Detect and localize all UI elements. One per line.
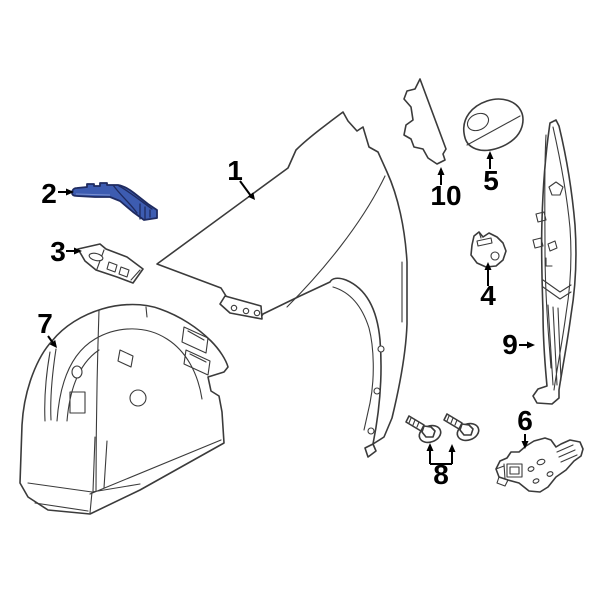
fender-outline [156,111,408,445]
fender-lower-flange [219,295,263,320]
callout-10[interactable]: 10 [430,167,462,211]
callout-5[interactable]: 5 [483,151,499,196]
brace-body[interactable] [71,182,158,221]
part-insulator-5[interactable] [462,98,524,152]
flange-hole [242,307,250,315]
bolt1-head [421,425,436,438]
bolt2-head [459,423,474,436]
strip-details [532,126,572,391]
liner-details [27,306,222,514]
insulator-outline [462,98,524,152]
bracket6-hole [532,478,540,484]
callout-10-label[interactable]: 10 [430,180,461,211]
part-shield-10[interactable] [403,78,447,165]
bolt2-shank [443,413,463,430]
callout-4[interactable]: 4 [480,262,496,311]
callout-6[interactable]: 6 [517,405,533,449]
fender-details [286,175,403,431]
liner-hole-small [71,365,83,379]
flange-hole [253,309,261,317]
callout-3[interactable]: 3 [50,236,82,267]
bolt1-shank [405,415,425,432]
liner-hole [129,389,147,407]
callout-6-arrowhead [521,441,529,449]
part-bolts-8[interactable] [405,413,481,445]
strip-outline [532,119,577,405]
insulator-slot [466,112,490,132]
part-wheelhouse-liner[interactable] [19,303,229,515]
callout-7-label[interactable]: 7 [37,308,53,339]
bracket3-slot [88,252,104,262]
part-bracket-4[interactable] [470,231,507,268]
callout-8-label[interactable]: 8 [433,459,449,490]
bracket6-hole [527,466,535,472]
flange-hole [230,304,238,312]
bracket4-slot [476,231,493,247]
bracket4-hole [490,251,500,261]
part-seal-strip-9[interactable] [532,119,577,405]
insulator-crease [466,115,521,146]
fender-arch-notch [364,443,377,458]
bracket6-hole [546,471,554,477]
callout-9-arrowhead [527,341,535,349]
part-fender[interactable] [156,111,408,458]
part-fender-brace-highlighted[interactable] [71,182,158,221]
part-bracket-3[interactable] [77,243,144,284]
brace-ribs [112,184,153,220]
callout-7-arrowhead [49,340,57,348]
callout-2-arrowhead [66,188,74,196]
callout-3-arrowhead [74,247,82,255]
bracket6-details [495,444,578,487]
callout-2[interactable]: 2 [41,178,74,209]
bracket4-outline [470,231,507,268]
callout-9-label[interactable]: 9 [502,329,518,360]
callout-8-arrowhead [426,443,434,451]
callout-3-label[interactable]: 3 [50,236,66,267]
liner-outline [19,303,229,515]
callout-9[interactable]: 9 [502,329,535,360]
callout-4-arrowhead [484,262,492,270]
callout-5-arrowhead [486,151,494,159]
callout-8[interactable]: 8 [426,443,456,490]
callout-1[interactable]: 1 [227,155,255,200]
callout-2-label[interactable]: 2 [41,178,57,209]
callout-8-arrowhead [448,444,456,452]
callout-7[interactable]: 7 [37,308,57,348]
arch-hole [367,427,375,435]
callout-5-label[interactable]: 5 [483,165,499,196]
brace-highlight-line [75,193,111,196]
callout-1-arrowhead [247,192,255,200]
callout-6-label[interactable]: 6 [517,405,533,436]
shield-outline [403,78,447,165]
callout-1-line [239,180,252,197]
arch-hole [377,345,385,353]
callout-4-label[interactable]: 4 [480,280,496,311]
bracket6-hole [536,458,546,466]
callout-10-arrowhead [437,167,445,175]
callout-7-line [47,335,54,344]
arch-hole [373,387,381,395]
bolt2-threads [446,415,458,426]
bolt1-threads [408,417,420,428]
part-bracket-6[interactable] [495,437,584,493]
callout-1-label[interactable]: 1 [227,155,243,186]
